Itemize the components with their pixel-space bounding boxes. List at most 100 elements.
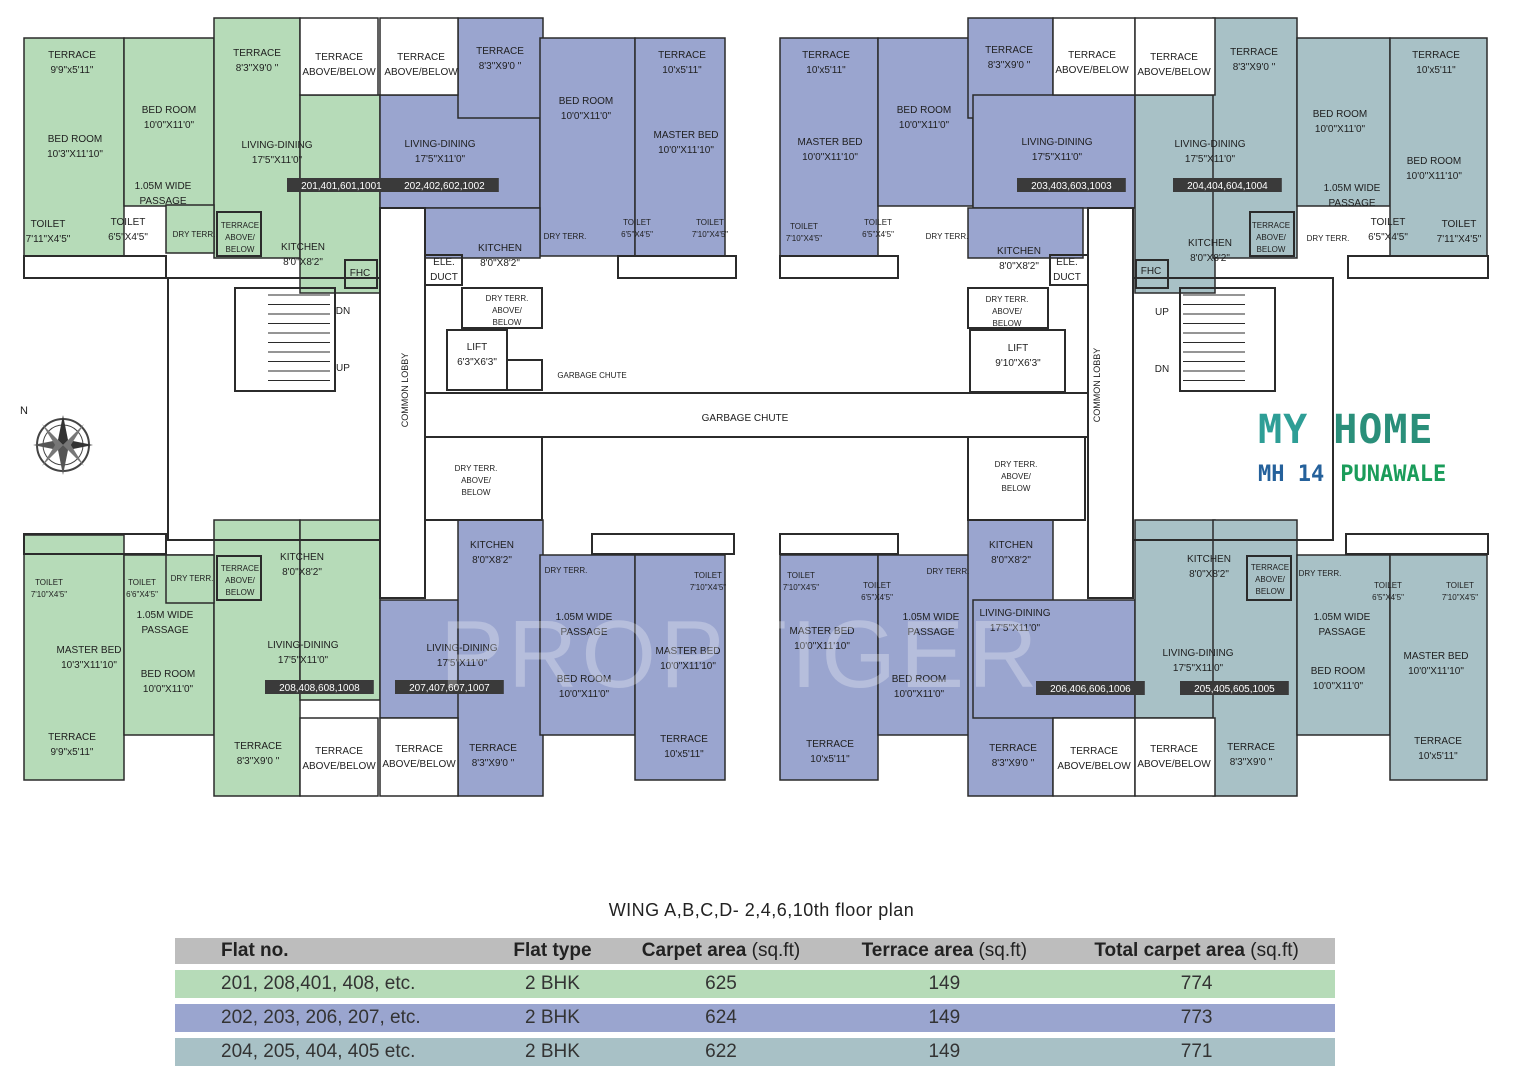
unit-tag-204: 204,404,604,1004 — [1187, 181, 1268, 192]
header-total-carpet-area: Total carpet area (sq.ft) — [1058, 938, 1335, 964]
ele-duct-label: ELE.DUCT — [430, 257, 458, 283]
unit-area — [539, 554, 636, 736]
balcony-strip — [1347, 255, 1489, 279]
stairs-down-label: DN — [1155, 364, 1169, 375]
table-row: 201, 208,401, 408, etc. 2 BHK 625 149 77… — [175, 970, 1335, 998]
header-flat-type: Flat type — [493, 938, 612, 964]
unit-area — [23, 37, 125, 257]
unit-area — [299, 519, 381, 701]
cell-total: 774 — [1058, 970, 1335, 998]
unit-fills — [23, 17, 1488, 797]
unit-tag-206: 206,406,606,1006 — [1050, 684, 1131, 695]
terrace-ab-box — [1249, 211, 1295, 257]
common-lobby-label: COMMON LOBBY — [1092, 348, 1102, 423]
north-label: N — [20, 405, 28, 417]
unit-area — [123, 37, 215, 207]
dry-terr-top-left — [461, 287, 543, 329]
area-table-title: WING A,B,C,D- 2,4,6,10th floor plan — [608, 900, 915, 920]
dry-terrace-label: DRY TERR. — [926, 232, 969, 241]
unit-tag-208: 208,408,608,1008 — [279, 683, 360, 694]
balcony-strip — [779, 255, 899, 279]
cell-carpet: 622 — [611, 1038, 831, 1066]
dry-terrace-label: DRY TERR.ABOVE/BELOW — [486, 294, 529, 327]
stairs-up-label: UP — [1155, 307, 1169, 318]
unit-tag-207: 207,407,607,1007 — [409, 683, 490, 694]
cell-total: 771 — [1058, 1038, 1335, 1066]
unit-area — [424, 207, 541, 259]
unit-tag-205: 205,405,605,1005 — [1194, 684, 1275, 695]
compass-icon: N — [20, 405, 93, 475]
unit-tag-202-bg — [390, 178, 499, 192]
ele-duct-right — [1049, 254, 1089, 286]
common-lobby-label: COMMON LOBBY — [400, 353, 410, 428]
terrace-above-below — [299, 717, 379, 797]
fhc-label: FHC — [1141, 266, 1162, 277]
lift-right — [969, 329, 1066, 393]
garbage-chute-box — [506, 359, 543, 391]
stairs-up-label: UP — [336, 363, 350, 374]
cell-carpet: 624 — [611, 1004, 831, 1032]
terrace-above-below — [379, 717, 459, 797]
terrace-ab-box — [1246, 555, 1292, 601]
garbage-chute-label: GARBAGE CHUTE — [702, 413, 789, 424]
terrace-above-below — [1134, 717, 1216, 797]
terrace-ab-box — [216, 211, 262, 257]
unit-tag-201-bg — [287, 178, 396, 192]
unit-tag-203: 203,403,603,1003 — [1031, 181, 1112, 192]
logo-home: HOME — [1333, 407, 1434, 453]
ele-duct-left — [424, 254, 463, 286]
header-terrace-area: Terrace area (sq.ft) — [830, 938, 1059, 964]
unit-area — [213, 519, 301, 797]
unit-area — [634, 554, 726, 781]
cell-terrace: 149 — [830, 1038, 1059, 1066]
unit-tag-201: 201,401,601,1001 — [301, 181, 382, 192]
unit-area — [1212, 17, 1298, 259]
